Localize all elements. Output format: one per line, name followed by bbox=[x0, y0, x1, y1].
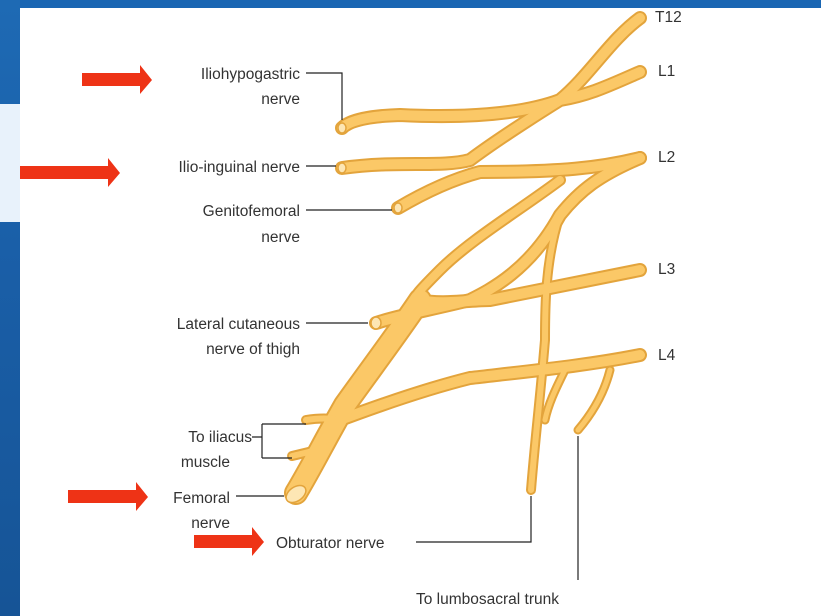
root-label-l2: L2 bbox=[658, 149, 675, 166]
label-iliohypogastric-line2: nerve bbox=[261, 91, 300, 108]
obturator-nerve-trunk bbox=[528, 212, 563, 493]
arrow-obturator bbox=[194, 527, 264, 556]
iliacus-branch-lower bbox=[289, 442, 333, 459]
label-genitofemoral-line2: nerve bbox=[261, 229, 300, 246]
nerve-fills bbox=[286, 13, 645, 503]
root-labels: T12 L1 L2 L3 L4 bbox=[655, 9, 682, 364]
root-label-l3: L3 bbox=[658, 261, 675, 278]
arrow-femoral bbox=[68, 482, 148, 511]
top-border bbox=[0, 0, 821, 8]
leader-lines bbox=[236, 72, 579, 580]
label-iliacus-line1: To iliacus bbox=[188, 429, 252, 446]
l3-root bbox=[415, 265, 645, 308]
label-lateral-cutaneous-line1: Lateral cutaneous bbox=[177, 316, 300, 333]
label-obturator: Obturator nerve bbox=[276, 535, 385, 552]
iliacus-branch-upper bbox=[303, 415, 343, 423]
left-border bbox=[0, 0, 20, 616]
highlight-arrows bbox=[20, 65, 264, 556]
root-label-l4: L4 bbox=[658, 347, 676, 364]
arrow-ilioinguinal bbox=[20, 158, 120, 187]
root-label-t12: T12 bbox=[655, 9, 682, 26]
femoral-nerve bbox=[286, 290, 430, 503]
t12-iliohypogastric-nerve bbox=[337, 13, 645, 133]
label-ilioinguinal: Ilio-inguinal nerve bbox=[179, 159, 301, 176]
label-femoral-line1: Femoral bbox=[173, 490, 230, 507]
l4-root bbox=[335, 350, 645, 425]
label-lateral-cutaneous-line2: nerve of thigh bbox=[206, 341, 300, 358]
label-iliohypogastric-line1: Iliohypogastric bbox=[201, 66, 300, 83]
arrow-iliohypogastric bbox=[82, 65, 152, 94]
nerve-labels: Iliohypogastric nerve Ilio-inguinal nerv… bbox=[173, 66, 300, 532]
lumbosacral-trunk-nerve bbox=[575, 367, 613, 433]
l2-genitofemoral-nerve bbox=[393, 153, 645, 213]
label-iliacus-line2: muscle bbox=[181, 454, 230, 471]
l1-ilioinguinal-nerve bbox=[337, 67, 645, 173]
label-lumbosacral: To lumbosacral trunk bbox=[416, 591, 559, 608]
label-genitofemoral-line1: Genitofemoral bbox=[203, 203, 300, 220]
l4-obturator-branch bbox=[542, 367, 568, 423]
left-border-band bbox=[0, 104, 20, 222]
label-femoral-line2: nerve bbox=[191, 515, 230, 532]
root-label-l1: L1 bbox=[658, 63, 675, 80]
nerve-cut-ends bbox=[285, 122, 403, 504]
